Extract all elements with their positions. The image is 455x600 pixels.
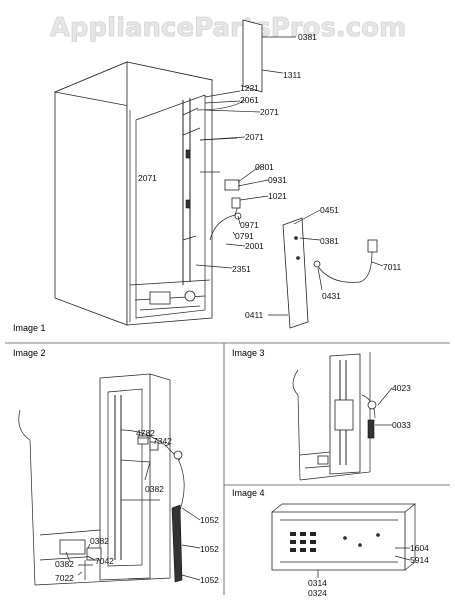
callout-0382-upper: 0382 bbox=[145, 484, 164, 494]
callout-1311: 1311 bbox=[283, 70, 302, 80]
callout-0381: 0381 bbox=[320, 236, 339, 246]
callout-0411: 0411 bbox=[245, 310, 264, 320]
callout-1021: 1021 bbox=[268, 191, 287, 201]
image-1-callouts: 0381 1311 1221 2061 2071 2071 2071 0801 … bbox=[138, 32, 402, 320]
callout-2071-upper: 2071 bbox=[260, 107, 279, 117]
callout-0971: 0971 bbox=[240, 220, 259, 230]
callout-0431: 0431 bbox=[322, 291, 341, 301]
callout-1221: 1221 bbox=[240, 83, 259, 93]
panel-title-image-1: Image 1 bbox=[13, 323, 46, 333]
callout-2061: 2061 bbox=[240, 95, 259, 105]
callout-5914: 5914 bbox=[410, 555, 429, 565]
cabinet-back bbox=[126, 61, 213, 326]
panel-title-image-2: Image 2 bbox=[13, 348, 46, 358]
power-cord bbox=[316, 251, 373, 283]
heater-element-1052 bbox=[171, 504, 183, 583]
callout-0931: 0931 bbox=[268, 175, 287, 185]
image-4-drawing bbox=[271, 503, 416, 578]
image-3-callouts: 4023 0033 bbox=[392, 383, 411, 430]
watermark: AppliancePartsPros.com bbox=[50, 13, 406, 43]
image-3-drawing bbox=[292, 352, 393, 481]
callout-1052-mid: 1052 bbox=[200, 544, 219, 554]
image-1-drawing bbox=[53, 19, 384, 329]
callout-0033: 0033 bbox=[392, 420, 411, 430]
callout-2001: 2001 bbox=[245, 241, 264, 251]
callout-1052-lower: 1052 bbox=[200, 575, 219, 585]
callout-7342: 7342 bbox=[153, 436, 172, 446]
top-cover-1311 bbox=[242, 19, 263, 93]
access-cover-0411 bbox=[282, 217, 309, 329]
callout-1052-upper: 1052 bbox=[200, 515, 219, 525]
callout-7042: 7042 bbox=[95, 556, 114, 566]
callout-2071-mid: 2071 bbox=[245, 132, 264, 142]
callout-0382-lower: 0382 bbox=[55, 559, 74, 569]
callout-0314: 0314 bbox=[308, 578, 327, 588]
callout-7011: 7011 bbox=[383, 262, 402, 272]
image-2-drawing bbox=[18, 373, 201, 586]
callout-0324: 0324 bbox=[308, 588, 327, 598]
callout-0451: 0451 bbox=[320, 205, 339, 215]
panel-title-image-3: Image 3 bbox=[232, 348, 265, 358]
callout-7022: 7022 bbox=[55, 573, 74, 583]
callout-2351: 2351 bbox=[232, 264, 251, 274]
panel-title-image-4: Image 4 bbox=[232, 488, 265, 498]
callout-0801: 0801 bbox=[255, 162, 274, 172]
callout-4023: 4023 bbox=[392, 383, 411, 393]
image-4-callouts: 1604 5914 0314 0324 bbox=[308, 543, 429, 598]
image-2-callouts: 4782 7342 0382 1052 1052 0382 7042 0382 … bbox=[55, 428, 219, 585]
callout-4782: 4782 bbox=[136, 428, 155, 438]
callout-2071-left: 2071 bbox=[138, 173, 157, 183]
callout-1604: 1604 bbox=[410, 543, 429, 553]
callout-0791: 0791 bbox=[235, 231, 254, 241]
panel-frames bbox=[5, 342, 450, 595]
callout-0382-mid: 0382 bbox=[90, 536, 109, 546]
callout-0381-top: 0381 bbox=[298, 32, 317, 42]
